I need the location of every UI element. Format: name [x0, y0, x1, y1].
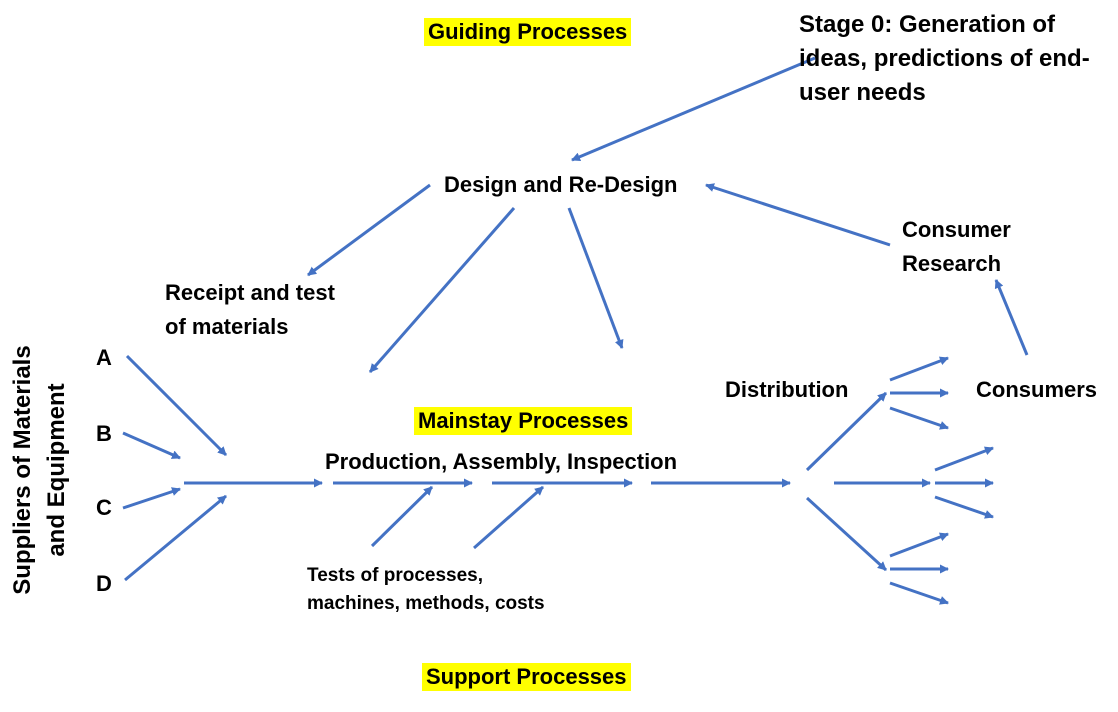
suppliers-line-1: Suppliers of Materials — [9, 345, 36, 595]
arrow-supplier-b — [122, 431, 181, 460]
arrow-design-to-receipt — [307, 183, 431, 277]
stage0-line-2: ideas, predictions of end- — [799, 45, 1090, 72]
supplier-b-label: B — [96, 421, 112, 446]
arrow-supplier-a — [125, 354, 228, 457]
tests-label: Tests of processes, machines, methods, c… — [307, 562, 545, 618]
arrow-supplier-d — [124, 494, 227, 582]
arrow-fan-lower-3 — [889, 581, 949, 605]
receipt-line-1: Receipt and test — [165, 280, 335, 305]
arrow-tests-1 — [370, 485, 434, 548]
stage0-line-3: user needs — [799, 79, 926, 106]
stage0-label: Stage 0: Generation of ideas, prediction… — [799, 8, 1090, 110]
suppliers-vertical-label: Suppliers of Materials and Equipment — [6, 345, 74, 594]
receipt-label: Receipt and test of materials — [165, 276, 335, 344]
support-processes-header: Support Processes — [422, 663, 631, 691]
suppliers-line-2: and Equipment — [43, 383, 70, 557]
stage0-line-1: Stage 0: Generation of — [799, 11, 1056, 38]
arrow-supplier-c — [122, 487, 181, 510]
supplier-d-label: D — [96, 571, 112, 596]
arrow-stage0-to-design — [571, 56, 816, 162]
arrow-design-to-production-left — [368, 207, 516, 373]
arrow-fan-upper-3 — [889, 406, 949, 430]
receipt-line-2: of materials — [165, 314, 289, 339]
arrow-design-to-production-right — [567, 207, 624, 349]
consumer-research-label: Consumer Research — [902, 213, 1011, 281]
arrow-distribution-up — [805, 391, 888, 472]
supplier-c-label: C — [96, 495, 112, 520]
production-label: Production, Assembly, Inspection — [325, 449, 678, 474]
tests-line-1: Tests of processes, — [307, 565, 484, 586]
arrow-fan-mid-1 — [934, 446, 994, 472]
arrow-distribution-down — [805, 496, 888, 572]
consumer-research-line-1: Consumer — [902, 217, 1011, 242]
arrow-fan-upper-1 — [889, 356, 949, 382]
mainstay-processes-header: Mainstay Processes — [414, 407, 633, 435]
arrow-fan-mid-3 — [934, 495, 994, 519]
guiding-processes-header: Guiding Processes — [424, 18, 632, 46]
arrow-consumers-to-research — [994, 279, 1029, 356]
consumer-research-line-2: Research — [902, 251, 1002, 276]
consumers-label: Consumers — [976, 377, 1098, 402]
arrow-fan-lower-1 — [889, 532, 949, 558]
arrow-research-to-design — [705, 183, 891, 247]
tests-line-2: machines, methods, costs — [307, 593, 545, 614]
arrow-tests-2 — [473, 485, 544, 550]
distribution-label: Distribution — [725, 377, 849, 402]
design-label: Design and Re-Design — [444, 172, 678, 197]
supplier-a-label: A — [96, 345, 112, 370]
